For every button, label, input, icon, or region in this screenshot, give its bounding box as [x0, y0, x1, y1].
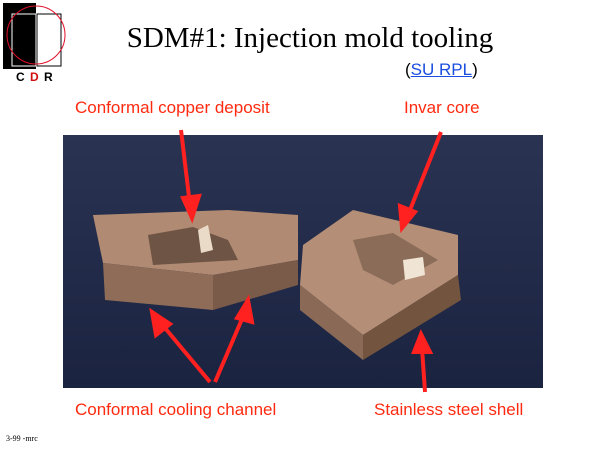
su-rpl-link[interactable]: SU RPL	[410, 60, 473, 79]
paren-close: )	[472, 60, 478, 79]
label-cooling-channel: Conformal cooling channel	[75, 400, 277, 419]
label-invar-core: Invar core	[404, 98, 480, 117]
svg-text:C: C	[16, 70, 25, 84]
mold-photo	[63, 135, 543, 388]
svg-text:R: R	[44, 70, 53, 84]
subtitle: (SU RPL)	[405, 60, 478, 80]
page-title: SDM#1: Injection mold tooling	[126, 22, 494, 54]
cdr-logo: C D R	[3, 3, 66, 84]
svg-text:D: D	[30, 70, 39, 84]
label-steel-shell: Stainless steel shell	[374, 400, 524, 419]
footer-note: 3-99 -mrc	[6, 434, 38, 443]
label-copper-deposit: Conformal copper deposit	[75, 98, 270, 117]
paren-open: (	[405, 60, 411, 79]
